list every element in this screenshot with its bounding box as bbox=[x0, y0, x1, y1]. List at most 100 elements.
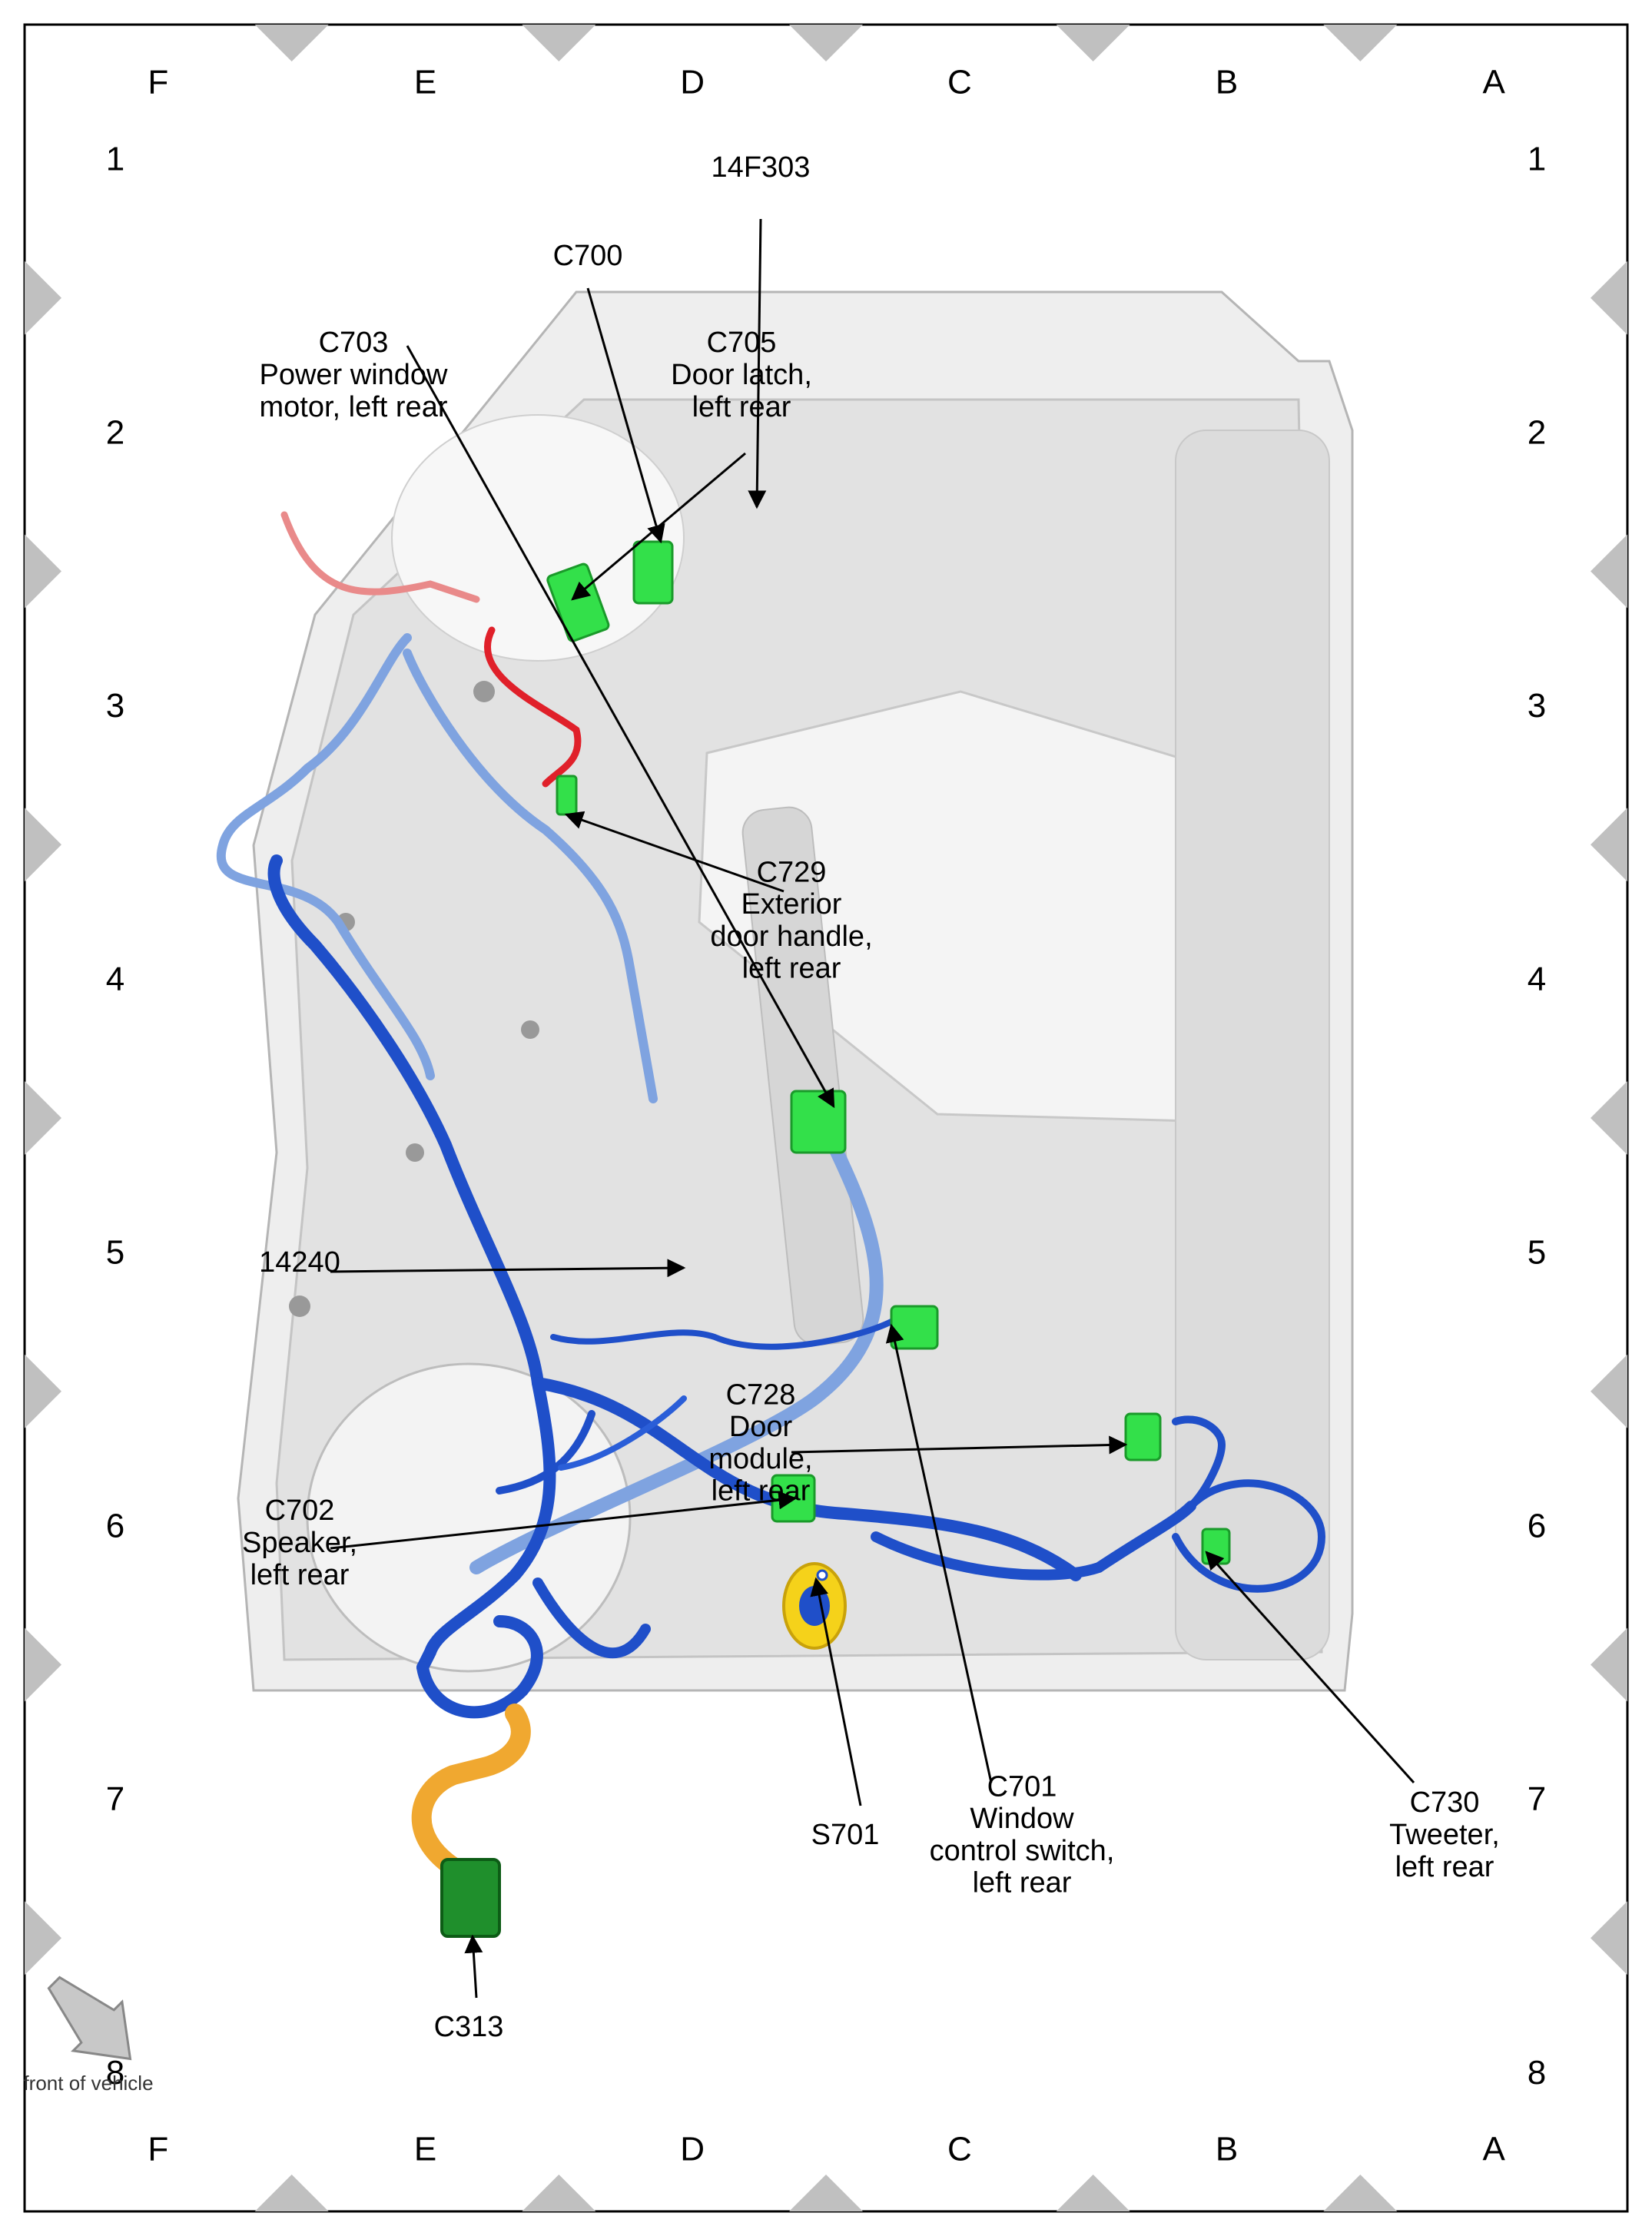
harness-14240-main bbox=[267, 854, 556, 1674]
grid-column-label-top: 7 bbox=[1528, 1780, 1546, 1818]
connector-c700[interactable] bbox=[632, 540, 674, 605]
callout-line: left rear bbox=[250, 1559, 350, 1591]
grid-column-label-bottom: 7 bbox=[106, 1780, 124, 1818]
connector-c730[interactable] bbox=[1201, 1528, 1231, 1565]
callout-line: Door bbox=[729, 1411, 793, 1443]
harness-light-blue-lower bbox=[403, 649, 658, 1103]
grid-column-label-bottom: 5 bbox=[106, 1234, 124, 1272]
callout-line: Power window bbox=[260, 359, 449, 391]
leader-c700 bbox=[586, 287, 665, 544]
grid-marker-bottom bbox=[25, 1081, 61, 1155]
grid-marker-top bbox=[1591, 1081, 1627, 1155]
callout-line: C705 bbox=[707, 327, 777, 359]
leader-c701 bbox=[885, 1323, 993, 1783]
callout-line: 14F303 bbox=[712, 151, 811, 184]
callout-line: left rear bbox=[973, 1867, 1072, 1899]
grid-marker-right bbox=[254, 2175, 329, 2211]
grid-column-label-top: 8 bbox=[1528, 2054, 1546, 2092]
grid-marker-bottom bbox=[25, 260, 61, 335]
callout-line: Tweeter, bbox=[1389, 1819, 1500, 1851]
connector-c728[interactable] bbox=[1124, 1412, 1162, 1461]
grid-row-label-left: B bbox=[1216, 64, 1238, 101]
window-regulator-rail bbox=[741, 806, 864, 1346]
grid-marker-bottom bbox=[25, 808, 61, 882]
harness-14f303-segment bbox=[280, 511, 480, 603]
callout-line: left rear bbox=[712, 1475, 811, 1508]
callout-line: left rear bbox=[742, 953, 841, 985]
callout-line: C701 bbox=[987, 1770, 1057, 1803]
grid-column-label-top: 6 bbox=[1528, 1507, 1546, 1544]
connector-c729[interactable] bbox=[556, 775, 578, 816]
grid-column-label-bottom: 2 bbox=[106, 413, 124, 451]
grid-column-label-top: 4 bbox=[1528, 960, 1546, 998]
harness-light-blue-upper bbox=[216, 633, 435, 1080]
callout-line: C702 bbox=[265, 1495, 335, 1527]
grid-marker-top bbox=[1591, 808, 1627, 882]
callout-line: Door latch, bbox=[671, 359, 812, 391]
grid-marker-right bbox=[522, 2175, 596, 2211]
connector-c701[interactable] bbox=[890, 1305, 939, 1350]
harness-red-door-handle bbox=[484, 626, 582, 788]
leader-c729 bbox=[564, 811, 785, 893]
leader-c703 bbox=[406, 345, 835, 1109]
grid-marker-top bbox=[1591, 1354, 1627, 1428]
leader-c313 bbox=[464, 1934, 483, 1999]
callout-line: Speaker, bbox=[242, 1527, 357, 1559]
grid-column-label-top: 1 bbox=[1528, 141, 1546, 178]
harness-door-module-lead bbox=[1172, 1415, 1226, 1510]
callout-14240: 14240 bbox=[259, 1246, 340, 1279]
callout-s701: S701 bbox=[811, 1819, 880, 1851]
grid-row-label-left: C bbox=[947, 64, 972, 101]
splice-s701 bbox=[816, 1569, 828, 1581]
grid-column-label-bottom: 8 bbox=[106, 2054, 124, 2092]
grid-marker-right bbox=[1056, 2175, 1130, 2211]
wire-harness bbox=[216, 511, 1326, 1719]
callout-line: module, bbox=[708, 1443, 812, 1475]
connector-c703[interactable] bbox=[790, 1090, 847, 1154]
grid-marker-top bbox=[1591, 1901, 1627, 1976]
grid-column-label-bottom: 3 bbox=[106, 687, 124, 725]
grid-column-label-bottom: 1 bbox=[106, 141, 124, 178]
leader-c730 bbox=[1205, 1551, 1415, 1784]
grid-column-label-top: 3 bbox=[1528, 687, 1546, 725]
leader-c702 bbox=[330, 1491, 798, 1550]
callout-line: C728 bbox=[726, 1378, 796, 1411]
callout-line: C730 bbox=[1410, 1786, 1480, 1819]
callout-line: C313 bbox=[434, 2011, 504, 2043]
grid-marker-bottom bbox=[25, 1901, 61, 1976]
grid-column-label-top: 2 bbox=[1528, 413, 1546, 451]
panel-hole bbox=[406, 1143, 424, 1162]
grid-column-label-top: 5 bbox=[1528, 1234, 1546, 1272]
connector-c313[interactable] bbox=[440, 1858, 501, 1938]
harness-tweeter-branch bbox=[871, 1501, 1196, 1581]
callout-c700: C700 bbox=[553, 240, 623, 272]
callout-leader-lines bbox=[330, 218, 1415, 1999]
leader-c728 bbox=[791, 1435, 1128, 1455]
grid-row-label-left: A bbox=[1482, 64, 1505, 101]
door-upper-rail bbox=[1175, 430, 1330, 1660]
harness-switch-lead bbox=[550, 1319, 894, 1350]
callout-line: motor, left rear bbox=[260, 391, 448, 423]
callout-line: C703 bbox=[319, 327, 389, 359]
door-grommet-hole bbox=[799, 1586, 830, 1626]
grid-column-label-bottom: 6 bbox=[106, 1507, 124, 1544]
harness-main-branch bbox=[532, 1377, 1082, 1581]
grid-row-label-left: F bbox=[148, 64, 168, 101]
callout-14f303: 14F303 bbox=[712, 151, 811, 184]
callout-line: C729 bbox=[757, 856, 827, 888]
grid-marker-top bbox=[1591, 1627, 1627, 1702]
callout-line: left rear bbox=[1395, 1851, 1494, 1883]
grid-row-label-right: D bbox=[680, 2131, 705, 2168]
grid-marker-left bbox=[1323, 25, 1398, 61]
front-of-vehicle-arrow bbox=[47, 1976, 132, 2061]
grid-row-label-left: E bbox=[414, 64, 436, 101]
callout-line: Window bbox=[970, 1803, 1074, 1835]
